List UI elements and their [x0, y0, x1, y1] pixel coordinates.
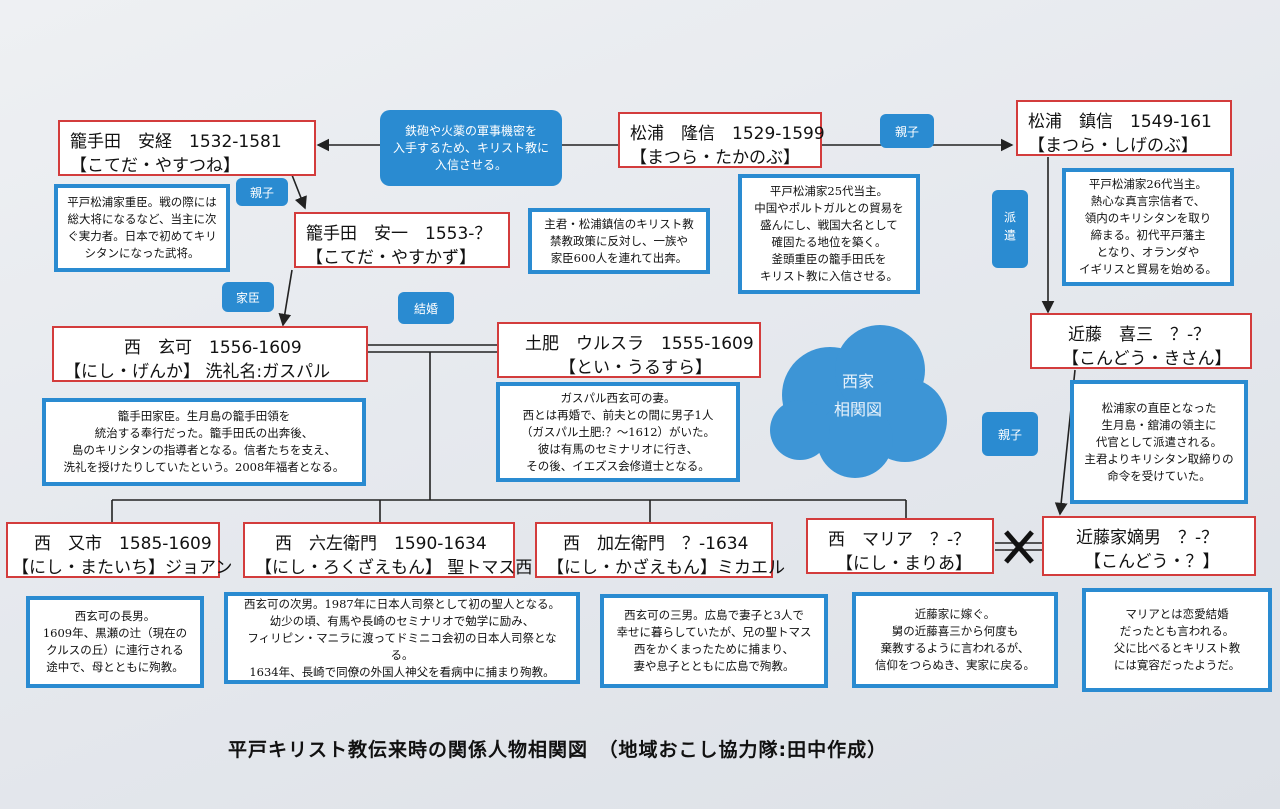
note-maria: 近藤家に嫁ぐ。 舅の近藤喜三から何度も 棄教するように言われるが、 信仰をつらぬ…: [852, 592, 1058, 688]
person-name: 松浦 隆信 1529-1599: [630, 124, 825, 144]
person-name: 近藤 喜三 ？-？: [1068, 325, 1211, 345]
person-name: 籠手田 安一 1553-？: [306, 224, 492, 244]
note-kazaemon: 西玄可の三男。広島で妻子と3人で 幸せに暮らしていたが、兄の聖トマス 西をかくま…: [600, 594, 828, 688]
person-name: 西 玄可 1556-1609: [124, 338, 302, 358]
person-kotedai-yasukazu: 籠手田 安一 1553-？ 【こてだ・やすかず】: [294, 212, 510, 268]
note-shigenobu: 平戸松浦家26代当主。 熱心な真言宗信者で、 領内のキリシタンを取り 締まる。初…: [1062, 168, 1234, 286]
person-matsura-shigenobu: 松浦 鎮信 1549-161 【まつら・しげのぶ】: [1016, 100, 1232, 156]
person-nishi-mataichi: 西 又市 1585-1609 【にし・またいち】ジョアン: [6, 522, 232, 578]
person-name: 西 又市 1585-1609: [34, 534, 212, 554]
parent-child-label: 親子: [880, 114, 934, 148]
person-reading: 【にし・ろくざえもん】 聖トマス西: [255, 558, 533, 578]
dispatch-label: 派遣: [992, 190, 1028, 268]
marriage-label: 結婚: [398, 292, 454, 324]
note-mataichi: 西玄可の長男。 1609年、黒瀬の辻（現在の クルスの丘）に連行される 途中で、…: [26, 596, 204, 688]
person-name: 松浦 鎮信 1549-161: [1028, 112, 1212, 132]
person-matsura-takanobu: 松浦 隆信 1529-1599 【まつら・たかのぶ】: [618, 112, 825, 168]
note-kisan: 松浦家の直臣となった 生月島・舘浦の領主に 代官として派遣される。 主君よりキリ…: [1070, 380, 1248, 504]
parent-child-label: 親子: [236, 178, 288, 206]
person-reading: 【とい・うるすら】: [559, 358, 712, 378]
person-kotedai-yasutsune: 籠手田 安経 1532-1581 【こてだ・やすつね】: [58, 120, 316, 176]
note-rokuzaemon: 西玄可の次男。1987年に日本人司祭として初の聖人となる。 幼少の頃、有馬や長崎…: [224, 592, 580, 684]
note-ursula: ガスパル西玄可の妻。 西とは再婚で、前夫との間に男子1人 （ガスパル土肥:？〜1…: [496, 382, 740, 482]
person-reading: 【こんどう・？】: [1084, 552, 1220, 572]
note-takanobu: 平戸松浦家25代当主。 中国やポルトガルとの貿易を 盛んにし、戦国大名として 確…: [738, 174, 920, 294]
cloud-shape: [770, 325, 947, 478]
person-reading: 【にし・まりあ】: [836, 554, 972, 574]
person-reading: 【まつら・しげのぶ】: [1028, 136, 1198, 156]
person-reading: 【こてだ・やすつね】: [70, 156, 240, 176]
diagram-title: 平戸キリスト教伝来時の関係人物相関図 （地域おこし協力隊:田中作成）: [228, 739, 888, 761]
person-doi-ursula: 土肥 ウルスラ 1555-1609 【とい・うるすら】: [497, 322, 761, 378]
note-yasukazu: 主君・松浦鎮信のキリスト教 禁教政策に反対し、一族や 家臣600人を連れて出奔。: [528, 208, 710, 274]
person-name: 土肥 ウルスラ 1555-1609: [525, 334, 754, 354]
person-name: 西 マリア ？-？: [828, 530, 971, 550]
person-name: 籠手田 安経 1532-1581: [70, 132, 282, 152]
person-reading: 【にし・げんか】 洗礼名:ガスパル: [64, 362, 331, 382]
retainer-label: 家臣: [222, 282, 274, 312]
person-nishi-genka: 西 玄可 1556-1609 【にし・げんか】 洗礼名:ガスパル: [52, 326, 368, 382]
person-nishi-rokuzaemon: 西 六左衛門 1590-1634 【にし・ろくざえもん】 聖トマス西: [243, 522, 532, 578]
person-kondo-chakunan: 近藤家嫡男 ？-？ 【こんどう・？】: [1042, 516, 1256, 576]
person-nishi-kazaemon: 西 加左衛門 ？-1634 【にし・かざえもん】ミカエル: [535, 522, 785, 578]
note-genka: 籠手田家臣。生月島の籠手田領を 統治する奉行だった。籠手田氏の出奔後、 島のキリ…: [42, 398, 366, 486]
note-chakunan: マリアとは恋愛結婚 だったとも言われる。 父に比べるとキリスト教 には寛容だった…: [1082, 588, 1272, 692]
person-reading: 【こんどう・きさん】: [1062, 349, 1232, 369]
person-name: 西 加左衛門 ？-1634: [563, 534, 749, 554]
person-nishi-maria: 西 マリア ？-？ 【にし・まりあ】: [806, 518, 994, 574]
person-name: 西 六左衛門 1590-1634: [275, 534, 487, 554]
parent-child-label: 親子: [982, 412, 1038, 456]
person-name: 近藤家嫡男 ？-？: [1076, 528, 1219, 548]
person-kondo-kisan: 近藤 喜三 ？-？ 【こんどう・きさん】: [1030, 313, 1252, 369]
separation-mark: [1004, 530, 1034, 564]
person-reading: 【にし・またいち】ジョアン: [12, 558, 233, 578]
person-reading: 【こてだ・やすかず】: [306, 248, 476, 268]
person-reading: 【まつら・たかのぶ】: [630, 148, 800, 168]
person-reading: 【にし・かざえもん】ミカエル: [547, 558, 785, 578]
trade-secret-label: 鉄砲や火薬の軍事機密を 入手するため、キリスト教に 入信させる。: [380, 110, 562, 186]
note-yasutsune: 平戸松浦家重臣。戦の際には総大将になるなど、当主に次ぐ実力者。日本で初めてキリシ…: [54, 184, 230, 272]
cloud-label: 西家 相関図: [833, 372, 882, 419]
